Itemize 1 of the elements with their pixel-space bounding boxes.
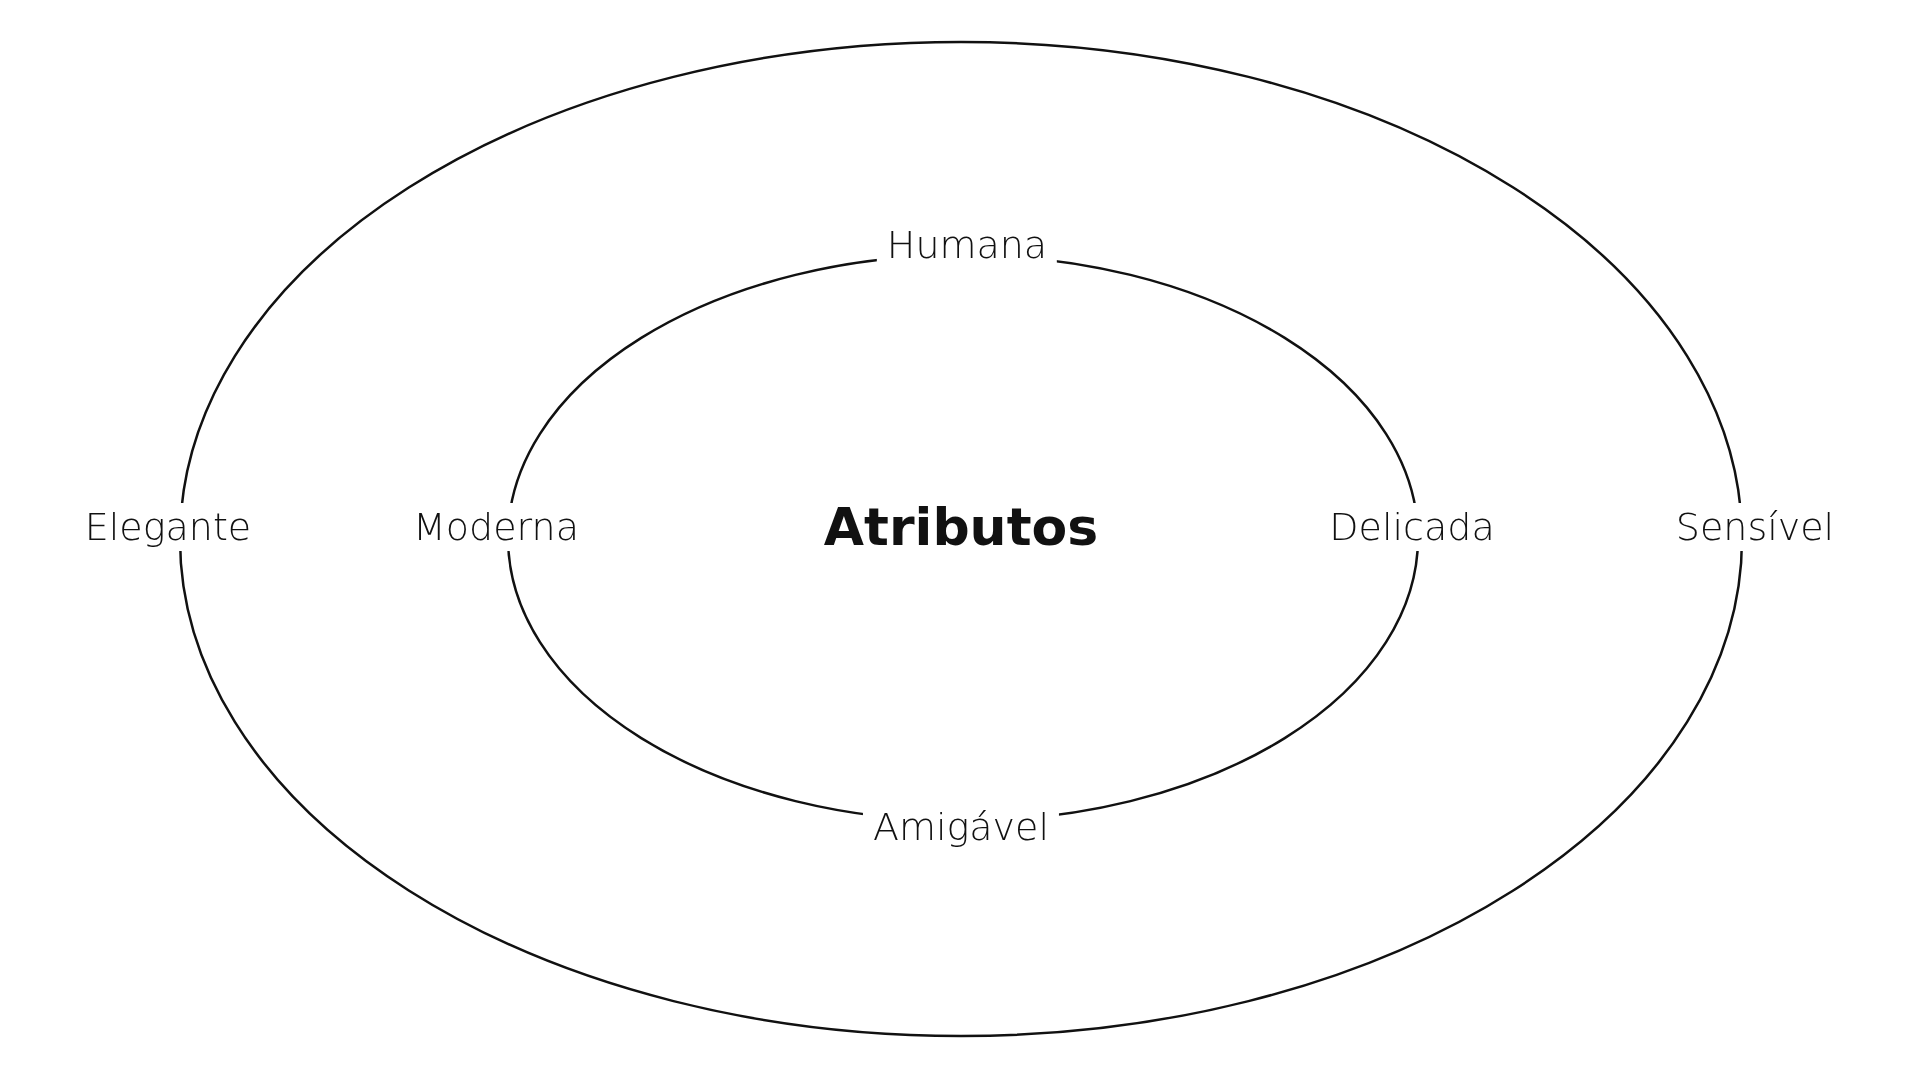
center-title: Atributos: [822, 496, 1100, 559]
